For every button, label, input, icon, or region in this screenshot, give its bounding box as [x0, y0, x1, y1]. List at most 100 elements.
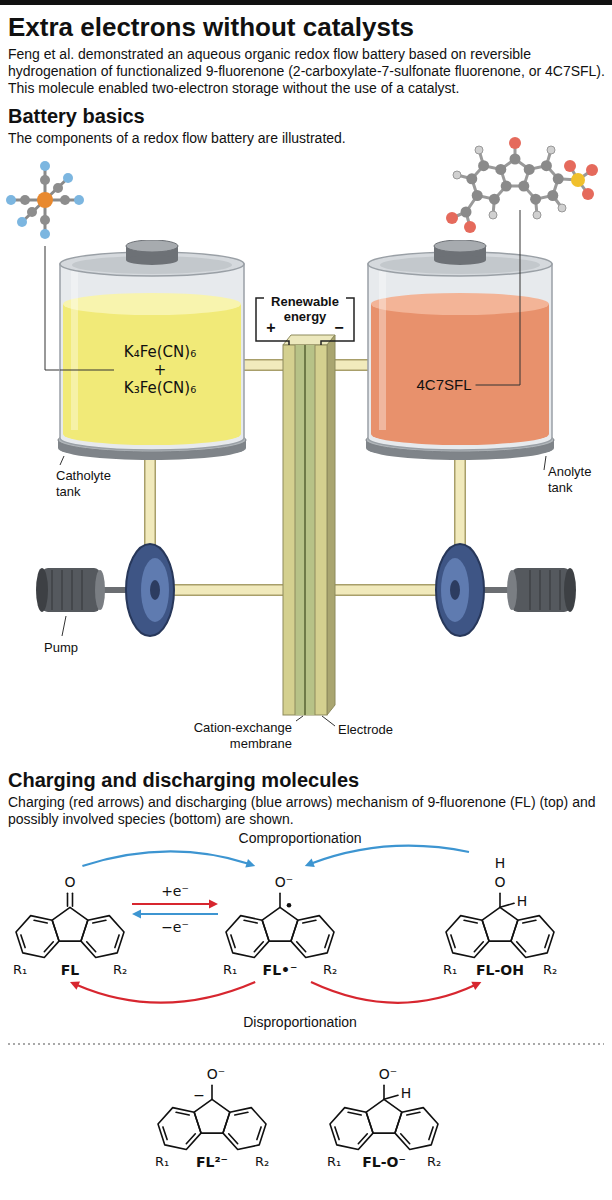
- substituent-label: R₂: [323, 962, 337, 978]
- vessel-shape: [434, 240, 486, 252]
- molecule-name: FL: [61, 962, 79, 979]
- molecule-node: OR₁R₂FL: [8, 866, 132, 982]
- fluorenone-model: [453, 171, 461, 179]
- leader-line: [544, 456, 546, 470]
- part-label: Catholyte tank: [56, 468, 122, 500]
- structure-drawing: [325, 935, 329, 948]
- atom-label: O⁻: [379, 1066, 397, 1083]
- structure-drawing: [176, 1112, 189, 1115]
- substituent-label: R₂: [543, 962, 557, 978]
- vessel-shape: [379, 270, 386, 430]
- reaction-arrow: [82, 851, 255, 867]
- vessel-shape: [368, 252, 552, 276]
- fluorenone-model: [446, 137, 598, 233]
- vessel-node: 4C7SFL: [364, 240, 556, 462]
- motor-unit: [436, 544, 484, 636]
- substituent-label: R₂: [113, 962, 127, 978]
- structure-drawing: [257, 1127, 261, 1140]
- structure-drawing: [186, 1134, 195, 1144]
- vessel-shape: [364, 240, 556, 462]
- structure-drawing: [87, 942, 96, 952]
- molecule-node: HOHR₁R₂FL-OH: [438, 852, 562, 982]
- substituent-label: R₂: [427, 1154, 441, 1170]
- motor-unit: [95, 570, 105, 610]
- part-label: Pump: [44, 640, 78, 656]
- part-label: Cation-exchange membrane: [180, 720, 292, 752]
- fluorenone-model: [475, 146, 483, 154]
- reaction-arrow: [132, 900, 218, 909]
- title: Extra electrons without catalysts: [8, 12, 414, 42]
- cell-stack: [327, 335, 335, 715]
- section-caption: Charging (red arrows) and discharging (b…: [8, 794, 604, 828]
- mechanism-label: Comproportionation: [236, 830, 365, 847]
- fluorenone-model: [541, 160, 552, 171]
- structure-drawing: [226, 916, 269, 958]
- structure-drawing: [34, 920, 47, 923]
- power-label: Renewable energy: [265, 294, 345, 324]
- motor-unit: [450, 580, 460, 600]
- molecule-name: FL•⁻: [263, 962, 298, 979]
- cell-stack: [283, 335, 335, 715]
- arrow-head: [305, 859, 315, 867]
- ferricyanide-model: [74, 195, 84, 205]
- structure-drawing: [81, 916, 124, 958]
- fluorenone-model: [453, 146, 566, 219]
- structure-drawing: [235, 1112, 248, 1115]
- cell-stack: [295, 345, 315, 715]
- structure-drawing: [511, 916, 554, 958]
- structure-drawing: [291, 916, 334, 958]
- fluorenone-model: [510, 154, 521, 165]
- structure-drawing: [279, 893, 281, 907]
- cell-stack: [283, 345, 327, 715]
- vessel-shape: [371, 293, 549, 315]
- section-heading: Battery basics: [8, 104, 145, 128]
- ferricyanide-model: [40, 215, 50, 225]
- structure-drawing: [16, 916, 59, 958]
- arrow-head: [245, 859, 255, 868]
- vessel-shape: [72, 256, 232, 274]
- fluorenone-model: [501, 181, 512, 192]
- molecule-node: O⁻−R₁R₂FL²⁻: [150, 1058, 274, 1174]
- atom-label: O: [494, 874, 505, 891]
- structure-drawing: [330, 1108, 373, 1150]
- substituent-label: R₁: [223, 962, 237, 978]
- motor-unit: [42, 568, 100, 612]
- structure-drawing: [451, 935, 455, 948]
- vessel-shape: [126, 255, 178, 265]
- vessel-content-label: K₄Fe(CN)₆ + K₃Fe(CN)₆: [118, 343, 202, 397]
- fluorenone-model: [461, 207, 472, 218]
- arrow-line: [139, 913, 218, 915]
- leader-line: [45, 246, 60, 370]
- ferricyanide-model: [20, 195, 30, 205]
- substituent-label: R₁: [443, 962, 457, 978]
- molecule-node: O⁻R₁R₂FL•⁻: [218, 866, 342, 982]
- motor-unit: [52, 570, 82, 610]
- reaction-arrow: [305, 846, 469, 867]
- fluorenone-model: [571, 173, 585, 187]
- structure-drawing: [67, 893, 69, 906]
- fluorenone-model: [530, 194, 541, 205]
- vessel-shape: [380, 256, 540, 274]
- ferricyanide-model: [40, 175, 50, 185]
- fluorenone-model: [446, 212, 458, 224]
- leader-line: [296, 716, 303, 721]
- leader-line: [476, 242, 520, 385]
- structure-drawing: [517, 942, 526, 952]
- fluorenone-model: [564, 160, 576, 172]
- structure-drawing: [21, 935, 25, 948]
- structure-drawing: [115, 935, 119, 948]
- structure-drawing: [474, 942, 483, 952]
- ferricyanide-model: [60, 195, 70, 205]
- structure-drawing: [401, 1134, 410, 1144]
- substituent-label: R₂: [255, 1154, 269, 1170]
- fluorenone-model: [464, 221, 476, 233]
- atom-label: O: [64, 874, 75, 891]
- fluorenone-model: [452, 143, 592, 227]
- molecule-name: FL-OH: [476, 962, 524, 979]
- molecule-node: O⁻HR₁R₂FL-O⁻: [322, 1058, 446, 1174]
- atom-label: H: [517, 893, 528, 910]
- vessel-shape: [71, 270, 78, 430]
- structure-drawing: [223, 1108, 266, 1150]
- ferricyanide-model: [6, 161, 84, 239]
- motor-unit: [441, 558, 469, 622]
